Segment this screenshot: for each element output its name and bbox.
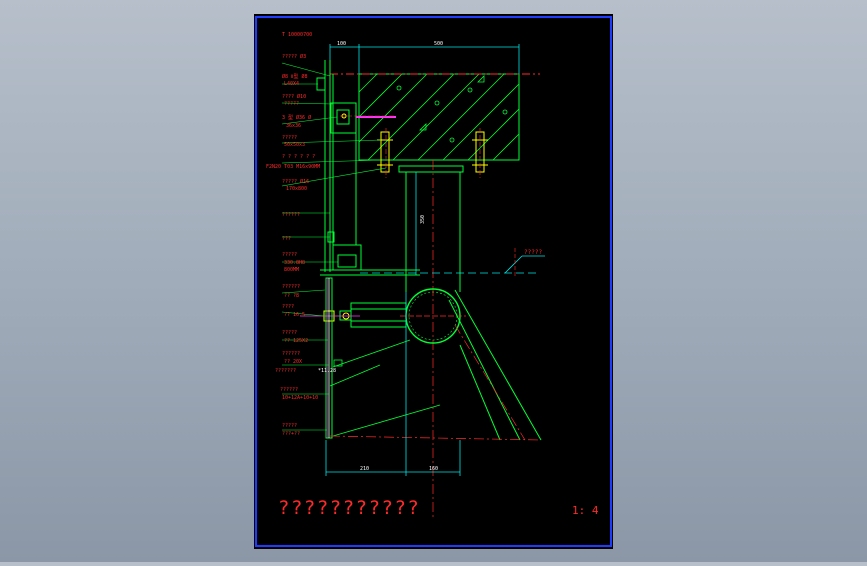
callout-11: F2N20 T03 M16x90MM xyxy=(266,164,320,170)
dim-vertical: 350 xyxy=(420,215,426,224)
callout-25: ?????? xyxy=(282,351,300,357)
dim-top-right: 500 xyxy=(434,41,443,47)
callout-17: 330.8H8 xyxy=(284,260,305,266)
dim-top-left: 100 xyxy=(337,41,346,47)
callout-21: ???? xyxy=(282,304,294,310)
callout-26: ?? 20X xyxy=(284,359,302,365)
sheet-border xyxy=(255,16,612,547)
level-label: ????? xyxy=(524,249,542,256)
callout-1: ????? Ø3 xyxy=(282,53,306,60)
callout-leaders xyxy=(281,62,387,431)
callout-14: ?????? xyxy=(282,212,300,218)
top-dimension: 100 500 xyxy=(329,41,520,74)
drawing-scale: 1: 4 xyxy=(572,504,599,517)
steel-post xyxy=(405,172,461,292)
callout-15: ??? xyxy=(282,236,291,242)
glass-panel xyxy=(325,277,333,439)
drawing-sheet xyxy=(254,14,613,549)
callout-32: ???+?? xyxy=(282,431,300,437)
callout-7: 36x36 xyxy=(286,123,301,129)
callout-30: 10+12A+10+10 xyxy=(282,395,318,401)
callout-5: ????? xyxy=(284,101,299,107)
callout-28: *11.28 xyxy=(318,368,336,374)
level-marker: ????? xyxy=(504,249,545,274)
dim-bottom-right: 160 xyxy=(429,466,438,472)
callout-4: ???? Ø10 xyxy=(282,93,306,100)
callout-23: ????? xyxy=(282,330,297,336)
callout-29: ?????? xyxy=(280,387,298,393)
ground-line xyxy=(329,435,541,441)
callout-22: ?? 16.5 xyxy=(284,312,305,318)
callout-10: ? ? ? ? ? ? xyxy=(282,154,315,160)
callout-0: T 10000700 xyxy=(282,32,312,38)
callout-18: 800MM xyxy=(284,267,299,273)
callout-2: Ø8 Ⅱ型 Ø8 xyxy=(282,73,308,80)
callout-19: ?????? xyxy=(282,284,300,290)
callout-16: ????? xyxy=(282,252,297,258)
drawing-title: ??????????? xyxy=(278,497,420,519)
dim-bottom-left: 210 xyxy=(360,466,369,472)
callout-12: ????? Ø16 xyxy=(282,178,309,185)
diagonal-struts xyxy=(448,289,542,441)
callout-6: 3 型 Ø36 Ø xyxy=(282,114,311,121)
callout-20: ?? ?8 xyxy=(284,293,299,299)
callout-13: 170x800 xyxy=(286,186,307,192)
callout-9: 50x50x3 xyxy=(284,142,305,148)
callout-8: ????? xyxy=(282,135,297,141)
callout-labels: T 10000700 ????? Ø3 Ø8 Ⅱ型 Ø8 L40X4 ???? … xyxy=(266,32,336,437)
callout-24: ?? 125X2 xyxy=(284,338,308,344)
slab-brackets xyxy=(377,131,488,173)
base-plate xyxy=(398,165,464,173)
callout-3: L40X4 xyxy=(284,81,299,87)
lower-leaders xyxy=(329,339,441,437)
callout-27: ??????? xyxy=(275,368,296,374)
bottom-dimension: 210 160 xyxy=(325,292,461,476)
callout-31: ????? xyxy=(282,423,297,429)
